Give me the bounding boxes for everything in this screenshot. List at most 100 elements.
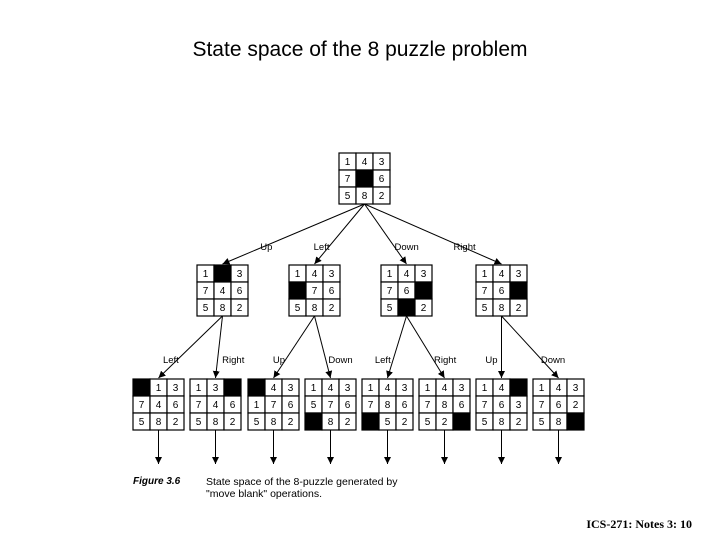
tile-number: 6 [288, 400, 294, 411]
tile-number: 4 [156, 400, 162, 411]
tile-number: 1 [345, 157, 351, 168]
tile-number: 3 [402, 383, 408, 394]
tile-number: 6 [459, 400, 465, 411]
tile-number: 5 [203, 303, 209, 314]
tile-number: 2 [230, 417, 236, 428]
tile-number: 8 [213, 417, 219, 428]
tile-number: 1 [254, 400, 260, 411]
slide-footer: ICS-271: Notes 3: 10 [586, 517, 692, 531]
tile-number: 5 [139, 417, 145, 428]
tile-number: 3 [516, 400, 522, 411]
blank-tile [452, 412, 471, 431]
tile [223, 412, 242, 431]
move-label: Right [222, 355, 245, 366]
move-label: Left [375, 355, 391, 366]
tile-number: 3 [379, 157, 385, 168]
tile-number: 1 [539, 383, 545, 394]
tile-number: 3 [329, 269, 335, 280]
tile-number: 1 [425, 383, 431, 394]
tile-number: 3 [459, 383, 465, 394]
move-arrow [212, 315, 223, 379]
move-arrow [501, 315, 559, 379]
tile-number: 7 [368, 400, 374, 411]
tile-number: 5 [295, 303, 301, 314]
tile-number: 3 [173, 383, 179, 394]
tile-number: 7 [539, 400, 545, 411]
tile-number: 5 [196, 417, 202, 428]
move-label: Right [453, 242, 476, 253]
tile-number: 8 [328, 417, 334, 428]
tile-number: 6 [345, 400, 351, 411]
tile-number: 8 [312, 303, 318, 314]
blank-tile [304, 412, 323, 431]
tile-number: 6 [404, 286, 410, 297]
tile-number: 4 [362, 157, 368, 168]
tile-number: 4 [404, 269, 410, 280]
tile-number: 6 [402, 400, 408, 411]
tile-number: 7 [203, 286, 209, 297]
move-label: Down [541, 355, 565, 366]
move-arrow [273, 315, 315, 379]
tile-number: 7 [345, 174, 351, 185]
move-label: Left [314, 242, 330, 253]
move-arrow [158, 315, 223, 379]
blank-tile [397, 298, 416, 317]
tile-number: 2 [402, 417, 408, 428]
blank-tile [355, 169, 374, 188]
tile-number: 5 [254, 417, 260, 428]
tile-number: 5 [482, 303, 488, 314]
move-label: Left [163, 355, 179, 366]
tile [395, 412, 414, 431]
tile-number: 1 [387, 269, 393, 280]
tile-number: 5 [387, 303, 393, 314]
tile-number: 7 [482, 286, 488, 297]
tile-number: 6 [329, 286, 335, 297]
tile-number: 1 [156, 383, 162, 394]
blank-tile [288, 281, 307, 300]
tile-number: 3 [345, 383, 351, 394]
tile-number: 6 [173, 400, 179, 411]
tile-number: 5 [311, 400, 317, 411]
tile-number: 2 [288, 417, 294, 428]
tile-number: 2 [237, 303, 243, 314]
blank-tile [213, 264, 232, 283]
figure-caption-line1: State space of the 8-puzzle generated by [206, 476, 398, 488]
tile-number: 1 [203, 269, 209, 280]
tile-number: 2 [329, 303, 335, 314]
tile-number: 6 [499, 400, 505, 411]
tile-number: 7 [312, 286, 318, 297]
tile-number: 8 [442, 400, 448, 411]
tile-number: 8 [220, 303, 226, 314]
tile-number: 6 [379, 174, 385, 185]
tile-number: 2 [442, 417, 448, 428]
tile-number: 4 [328, 383, 334, 394]
tile-number: 7 [139, 400, 145, 411]
tile-number: 1 [368, 383, 374, 394]
page-title: State space of the 8 puzzle problem [192, 38, 528, 61]
tile-number: 4 [499, 383, 505, 394]
tile-number: 4 [220, 286, 226, 297]
tile-number: 4 [312, 269, 318, 280]
tile-number: 5 [482, 417, 488, 428]
tile [372, 186, 391, 205]
move-arrow [386, 315, 407, 379]
tile-number: 4 [213, 400, 219, 411]
tile-number: 7 [482, 400, 488, 411]
move-arrow [222, 203, 365, 265]
tile-number: 5 [345, 191, 351, 202]
move-label: Up [273, 355, 285, 366]
tile [338, 412, 357, 431]
tile-number: 5 [425, 417, 431, 428]
tile-number: 2 [516, 303, 522, 314]
tile-number: 1 [196, 383, 202, 394]
tile-number: 3 [573, 383, 579, 394]
tile-number: 7 [425, 400, 431, 411]
tile-number: 4 [271, 383, 277, 394]
tile-number: 2 [573, 400, 579, 411]
